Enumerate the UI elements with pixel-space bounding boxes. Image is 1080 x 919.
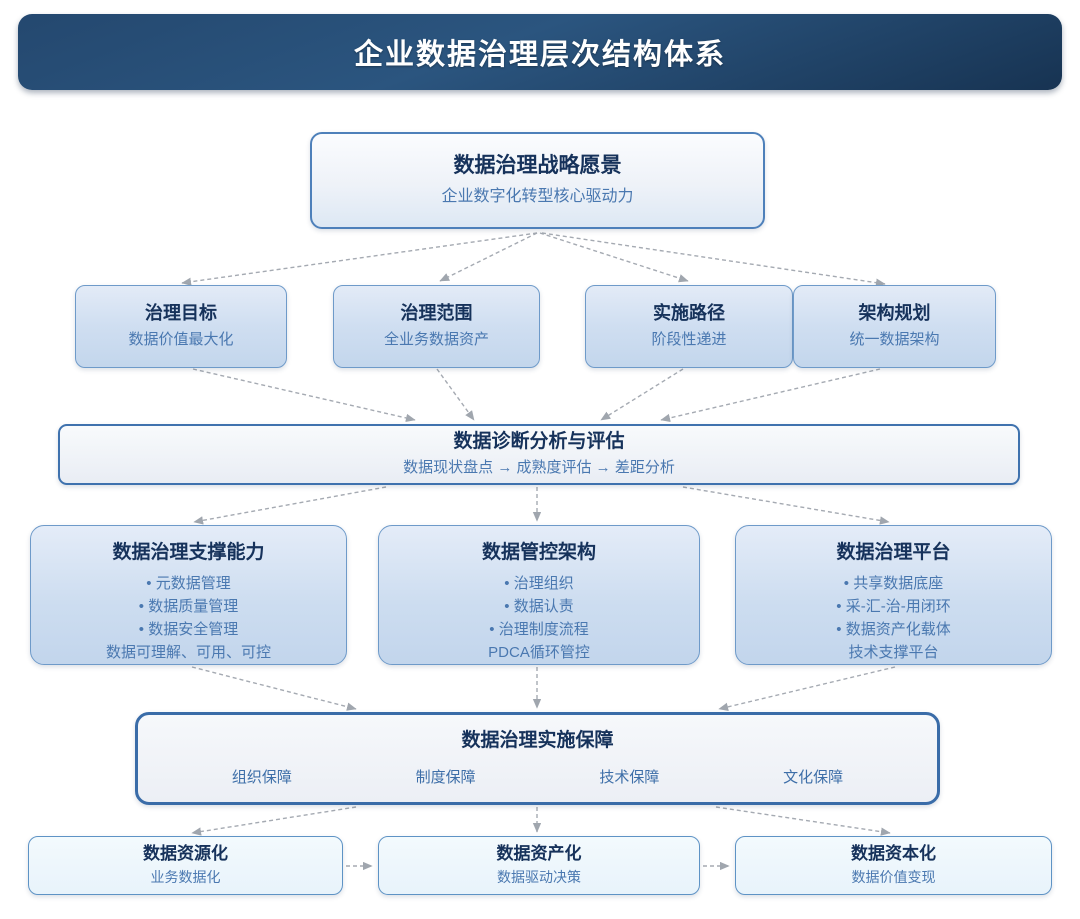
node-title: 治理范围 bbox=[400, 303, 473, 324]
node-title: 数据资产化 bbox=[496, 843, 582, 863]
node-title: 数据管控架构 bbox=[481, 542, 596, 563]
node-architecture-planning: 架构规划 统一数据架构 bbox=[793, 285, 996, 368]
node-title: 数据治理平台 bbox=[836, 542, 951, 563]
node-title: 数据资本化 bbox=[851, 843, 936, 863]
node-subtitle: 数据现状盘点 → 成熟度评估 → 差距分析 bbox=[403, 459, 675, 477]
node-title: 数据治理实施保障 bbox=[461, 730, 614, 751]
node-title: 数据治理战略愿景 bbox=[453, 154, 622, 178]
node-data-assetization: 数据资产化 数据驱动决策 bbox=[378, 836, 700, 895]
list-item: 技术支撑平台 bbox=[848, 644, 939, 662]
node-subtitle: 业务数据化 bbox=[150, 869, 221, 886]
node-subtitle: 阶段性递进 bbox=[651, 331, 727, 349]
node-implementation-path: 实施路径 阶段性递进 bbox=[585, 285, 793, 368]
assurance-item: 制度保障 bbox=[415, 768, 476, 786]
node-data-resourcing: 数据资源化 业务数据化 bbox=[28, 836, 343, 895]
node-subtitle: 企业数字化转型核心驱动力 bbox=[441, 187, 634, 205]
list-item: • 元数据管理 bbox=[146, 574, 231, 592]
node-data-capitalization: 数据资本化 数据价值变现 bbox=[735, 836, 1052, 895]
node-title: 架构规划 bbox=[858, 303, 931, 324]
list-item: PDCA循环管控 bbox=[488, 644, 590, 662]
node-strategy-vision: 数据治理战略愿景 企业数字化转型核心驱动力 bbox=[310, 132, 765, 229]
node-subtitle: 数据价值最大化 bbox=[128, 331, 234, 349]
list-item: • 采-汇-治-用闭环 bbox=[836, 597, 951, 615]
assurance-item: 技术保障 bbox=[599, 768, 660, 786]
node-subtitle: 数据价值变现 bbox=[851, 869, 936, 886]
node-governance-goal: 治理目标 数据价值最大化 bbox=[75, 285, 287, 368]
list-item: • 治理组织 bbox=[504, 574, 574, 592]
node-control-architecture: 数据管控架构 • 治理组织 • 数据认责 • 治理制度流程 PDCA循环管控 bbox=[378, 525, 700, 665]
node-title: 数据资源化 bbox=[143, 843, 228, 863]
list-item: • 数据质量管理 bbox=[138, 597, 239, 615]
node-title: 数据治理支撑能力 bbox=[112, 542, 265, 563]
list-item: • 数据认责 bbox=[504, 597, 574, 615]
node-title: 治理目标 bbox=[145, 303, 217, 324]
list-item: • 治理制度流程 bbox=[489, 621, 589, 639]
node-implementation-assurance: 数据治理实施保障 组织保障 制度保障 技术保障 文化保障 bbox=[135, 712, 940, 805]
node-subtitle: 数据驱动决策 bbox=[497, 869, 581, 886]
node-title: 数据诊断分析与评估 bbox=[453, 431, 625, 453]
page-title: 企业数据治理层次结构体系 bbox=[353, 39, 726, 71]
assurance-item: 文化保障 bbox=[783, 768, 844, 786]
title-banner: 企业数据治理层次结构体系 bbox=[18, 14, 1062, 90]
node-subtitle: 统一数据架构 bbox=[849, 331, 940, 349]
node-support-capabilities: 数据治理支撑能力 • 元数据管理 • 数据质量管理 • 数据安全管理 数据可理解… bbox=[30, 525, 347, 665]
node-governance-scope: 治理范围 全业务数据资产 bbox=[333, 285, 540, 368]
list-item: • 共享数据底座 bbox=[843, 574, 944, 592]
node-subtitle: 全业务数据资产 bbox=[383, 331, 489, 349]
list-item: 数据可理解、可用、可控 bbox=[105, 644, 271, 662]
node-diagnosis-assessment: 数据诊断分析与评估 数据现状盘点 → 成熟度评估 → 差距分析 bbox=[58, 424, 1020, 485]
assurance-item: 组织保障 bbox=[231, 768, 292, 786]
assurance-item-row: 组织保障 制度保障 技术保障 文化保障 bbox=[170, 766, 905, 787]
node-governance-platform: 数据治理平台 • 共享数据底座 • 采-汇-治-用闭环 • 数据资产化载体 技术… bbox=[735, 525, 1052, 665]
node-title: 实施路径 bbox=[653, 303, 725, 324]
list-item: • 数据资产化载体 bbox=[836, 621, 951, 639]
list-item: • 数据安全管理 bbox=[138, 621, 239, 639]
